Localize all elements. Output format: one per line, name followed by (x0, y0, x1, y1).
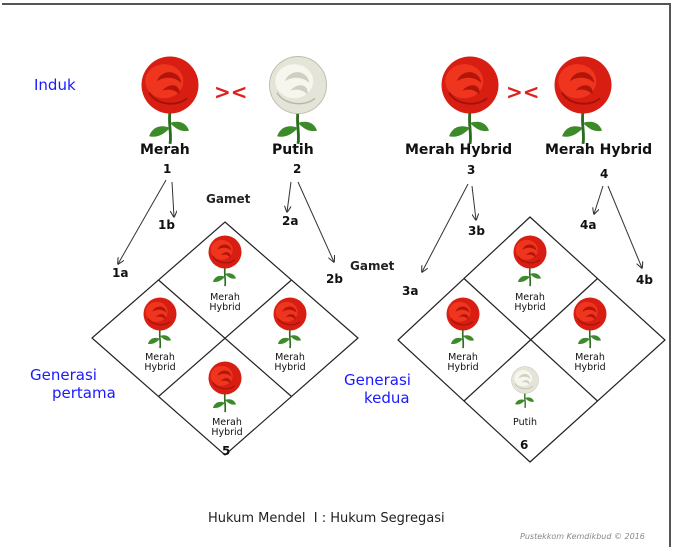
gamete-1b: 1b (158, 218, 175, 232)
gen1-label-line1: Generasi (30, 366, 97, 384)
parent3-name: Merah Hybrid (405, 142, 513, 158)
rose-white-icon-parent2 (268, 55, 328, 146)
gamete-4b: 4b (636, 273, 653, 287)
arrow-2b (297, 181, 334, 262)
gen2-bottom-label: Putih (513, 417, 537, 428)
rose-red-icon-gen2-left (445, 296, 481, 349)
rose-red-icon-gen1-bottom (207, 360, 243, 413)
arrow-4a (594, 185, 604, 214)
gamete-2b: 2b (326, 272, 343, 286)
parent4-name: Merah Hybrid (545, 142, 653, 158)
gen2-label-line1: Generasi (344, 371, 411, 389)
gamet-label-right: Gamet (350, 259, 395, 273)
arrow-3a (422, 183, 469, 272)
caption: Hukum Mendel I : Hukum Segregasi (208, 511, 445, 526)
credit: Pustekkom Kemdikbud © 2016 (520, 532, 645, 541)
arrow-3b (471, 185, 476, 220)
gamete-1a: 1a (112, 266, 129, 280)
gamete-4a: 4a (580, 218, 597, 232)
arrow-1b (172, 181, 174, 217)
cross-symbol-left: >< (214, 80, 248, 104)
parent4-number: 4 (600, 167, 609, 181)
rose-red-icon-gen1-right (272, 296, 308, 349)
frame-border (2, 3, 671, 547)
rose-white-icon-gen2-bottom (510, 365, 540, 409)
rose-red-icon-gen1-left (142, 296, 178, 349)
parent2-name: Putih (272, 142, 314, 158)
parent1-name: Merah (140, 142, 190, 158)
parent2-number: 2 (293, 162, 302, 176)
punnett-square-gen1 (91, 221, 359, 456)
rose-red-icon-parent3 (440, 55, 500, 146)
induk-label: Induk (34, 76, 76, 94)
arrow-1a (118, 179, 167, 264)
gen2-number: 6 (520, 438, 529, 452)
gen2-label-line2: kedua (364, 389, 410, 407)
rose-red-icon-gen1-top (207, 234, 243, 287)
parent1-number: 1 (163, 162, 172, 176)
rose-red-icon-parent4 (553, 55, 613, 146)
gamete-3b: 3b (468, 224, 485, 238)
parent3-number: 3 (467, 163, 476, 177)
rose-red-icon-gen2-right (572, 296, 608, 349)
cross-symbol-right: >< (506, 80, 540, 104)
gamete-2a: 2a (282, 214, 299, 228)
rose-red-icon-gen2-top (512, 234, 548, 287)
gen1-label-line2: pertama (52, 384, 116, 402)
arrow-2a (287, 181, 292, 212)
gamete-3a: 3a (402, 284, 419, 298)
rose-red-icon-parent1 (140, 55, 200, 146)
gen1-number: 5 (222, 444, 231, 458)
arrow-4b (607, 185, 642, 268)
gamet-label-left: Gamet (206, 192, 251, 206)
punnett-square-gen2 (397, 216, 666, 463)
